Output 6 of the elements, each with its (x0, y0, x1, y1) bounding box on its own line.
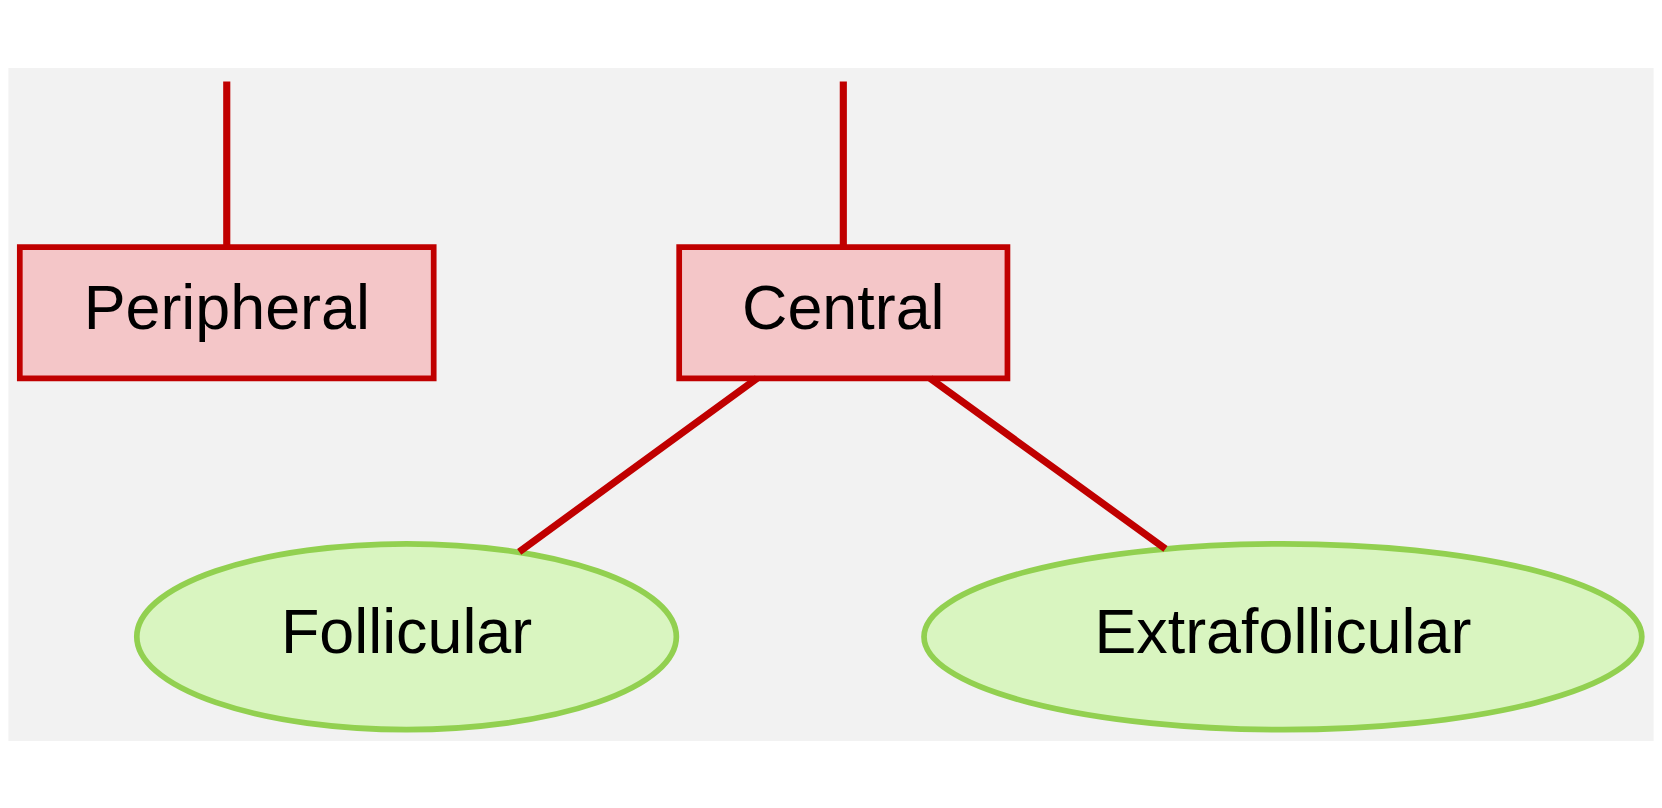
node-box: Central (676, 243, 1011, 381)
connector (517, 375, 760, 555)
node-box: Peripheral (16, 243, 437, 381)
connector (928, 375, 1168, 552)
node-ellipse: Extrafollicular (921, 540, 1645, 732)
node-ellipse: Follicular (133, 540, 680, 732)
